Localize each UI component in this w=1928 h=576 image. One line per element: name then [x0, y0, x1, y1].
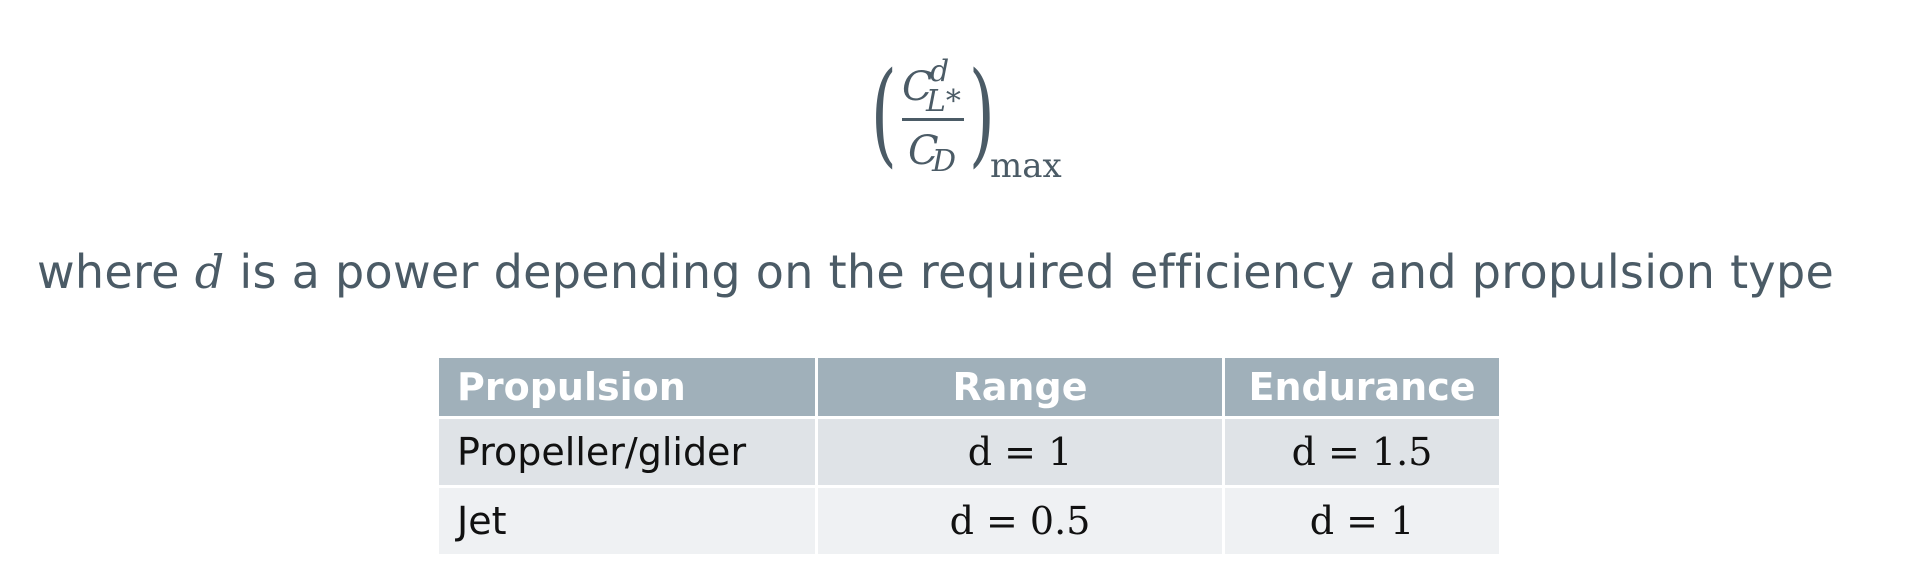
explanation-text: where d is a power depending on the requ… [37, 245, 1834, 299]
propulsion-table: Propulsion Range Endurance Propeller/gli… [436, 355, 1502, 557]
denominator-symbol: C [908, 128, 939, 174]
cell-range: d = 1 [815, 416, 1225, 488]
header-range: Range [815, 355, 1225, 419]
sentence-end: is a power depending on the required eff… [224, 245, 1835, 299]
variable-d: d [194, 245, 225, 299]
header-propulsion: Propulsion [436, 355, 818, 419]
numerator-exponent: d [930, 54, 950, 89]
cell-range: d = 0.5 [815, 485, 1225, 557]
header-endurance: Endurance [1222, 355, 1502, 419]
cell-endurance: d = 1.5 [1222, 416, 1502, 488]
left-paren: ( [870, 49, 897, 179]
right-paren: ) [968, 49, 995, 179]
fraction-bar [902, 118, 964, 121]
table-row: Jet d = 0.5 d = 1 [436, 485, 1502, 557]
numerator-subscript: L* [926, 84, 961, 119]
denominator-subscript: D [932, 144, 957, 179]
cell-propulsion: Jet [436, 485, 818, 557]
cell-propulsion: Propeller/glider [436, 416, 818, 488]
cell-endurance: d = 1 [1222, 485, 1502, 557]
table-header-row: Propulsion Range Endurance [436, 355, 1502, 419]
numerator-symbol: C [902, 64, 933, 110]
sentence-start: where [37, 245, 195, 299]
max-subscript: max [990, 146, 1062, 186]
table-row: Propeller/glider d = 1 d = 1.5 [436, 416, 1502, 488]
